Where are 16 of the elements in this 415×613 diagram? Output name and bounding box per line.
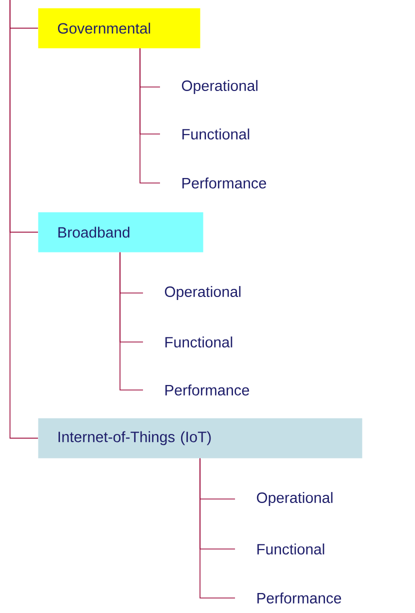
item-label: Operational xyxy=(164,286,240,300)
item-label: Performance xyxy=(165,384,250,396)
item-label: Operational xyxy=(182,80,258,94)
item-label: Functional xyxy=(182,128,250,140)
tree-connector xyxy=(200,458,236,598)
item-label: Operational xyxy=(256,492,332,506)
item-label: Performance xyxy=(257,592,342,604)
tree-connector xyxy=(120,252,144,390)
category-box: Governmental xyxy=(38,8,200,48)
tree-connector xyxy=(10,0,38,439)
item-label: Functional xyxy=(257,544,324,554)
category-box: Broadband xyxy=(38,212,204,252)
category-box: Internet-of-Things (IoT) xyxy=(38,418,362,458)
item-label: Functional xyxy=(165,336,232,348)
tree-connector xyxy=(140,48,160,184)
item-label: Performance xyxy=(182,178,266,188)
